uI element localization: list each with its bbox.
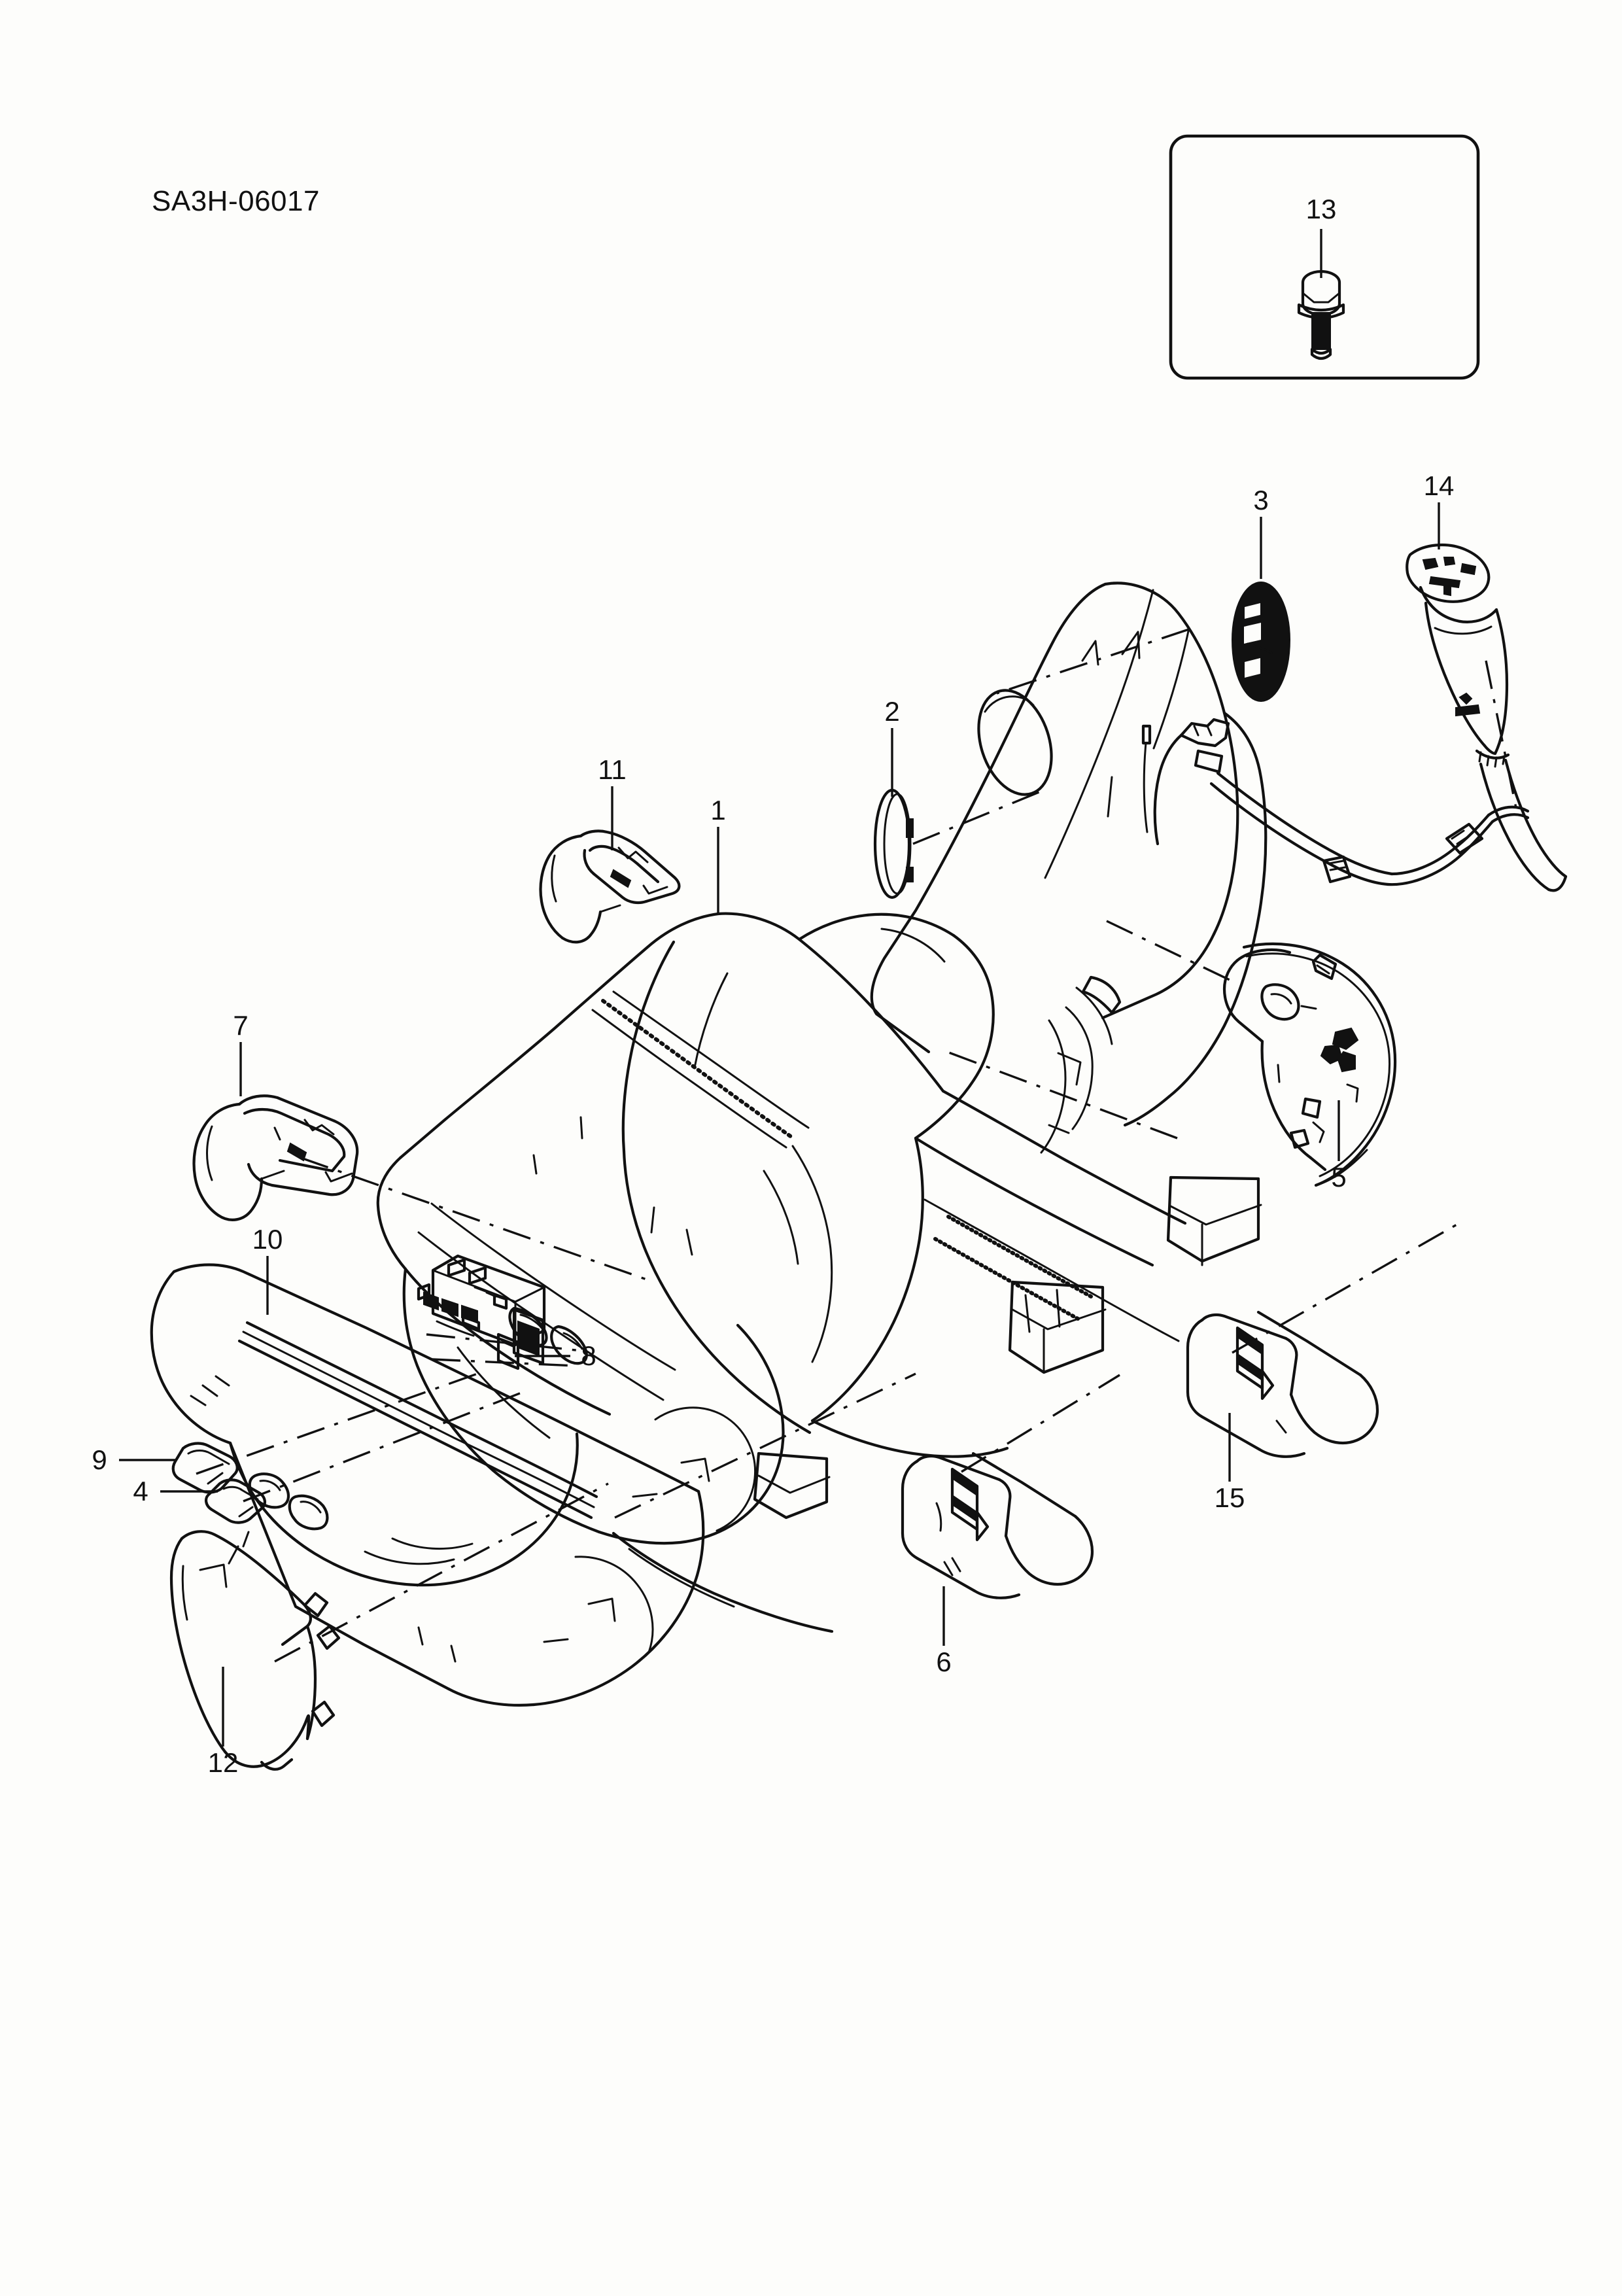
align-line-7: [300, 1157, 655, 1283]
callout-label-1: 1: [710, 795, 726, 826]
part-1-seat-assembly: [376, 582, 1268, 1633]
align-line-3: [996, 628, 1190, 695]
callout-label-4: 4: [133, 1476, 148, 1506]
align-line-9: [196, 1372, 478, 1475]
part-2-backrest-grommet: [873, 788, 914, 899]
callout-label-12: 12: [207, 1747, 239, 1778]
align-line-2: [912, 789, 1044, 845]
callout-label-2: 2: [884, 696, 900, 727]
callout-leaders: [119, 502, 1440, 1747]
callout-label-5: 5: [1331, 1162, 1347, 1192]
part-12-front-corner-trim-cover: [169, 1530, 341, 1771]
fastener-detail-box: [1169, 134, 1480, 380]
align-line-15: [1232, 1219, 1464, 1354]
part-7-rail-end-cover: [192, 1094, 359, 1221]
callout-label-15: 15: [1214, 1482, 1245, 1513]
callout-label-3: 3: [1253, 485, 1269, 515]
part-6-rail-end-cover: [901, 1452, 1094, 1599]
callout-label-6: 6: [936, 1646, 952, 1677]
callout-label-14: 14: [1423, 470, 1455, 501]
align-line-6: [961, 1374, 1120, 1473]
callout-label-9: 9: [92, 1444, 107, 1475]
align-line-10: [614, 1372, 916, 1519]
inset-box-outline: [1169, 134, 1480, 380]
part-10-seat-side-trim-panel: [150, 1263, 705, 1707]
document-code: SA3H-06017: [152, 185, 320, 217]
part-4-small-clip: [205, 1478, 266, 1524]
hex-flange-bolt-icon: [1297, 270, 1345, 360]
assembly-alignment-lines: [196, 628, 1519, 1663]
part-3-oval-cover-disc: [1231, 581, 1291, 703]
part-8-seat-adjust-switch-module: [417, 1254, 546, 1370]
callout-label-8: 8: [581, 1340, 596, 1371]
align-line-12: [274, 1482, 609, 1663]
callout-label-11: 11: [598, 754, 627, 785]
callout-label-7: 7: [233, 1010, 249, 1041]
align-line-5a: [1106, 920, 1230, 981]
wire-harness: [1141, 718, 1530, 886]
align-line-5b: [941, 1049, 1178, 1139]
part-11-headrest-guide-bezel: [539, 829, 681, 944]
part-15-rail-end-cover: [1186, 1310, 1379, 1458]
part-9-small-clip: [171, 1442, 239, 1494]
callout-label-13: 13: [1305, 194, 1337, 224]
callout-label-10: 10: [252, 1224, 283, 1255]
part-14-seat-belt-buckle: [1406, 543, 1568, 892]
align-line-4: [243, 1391, 524, 1503]
part-5-recliner-side-cover: [1222, 942, 1397, 1187]
